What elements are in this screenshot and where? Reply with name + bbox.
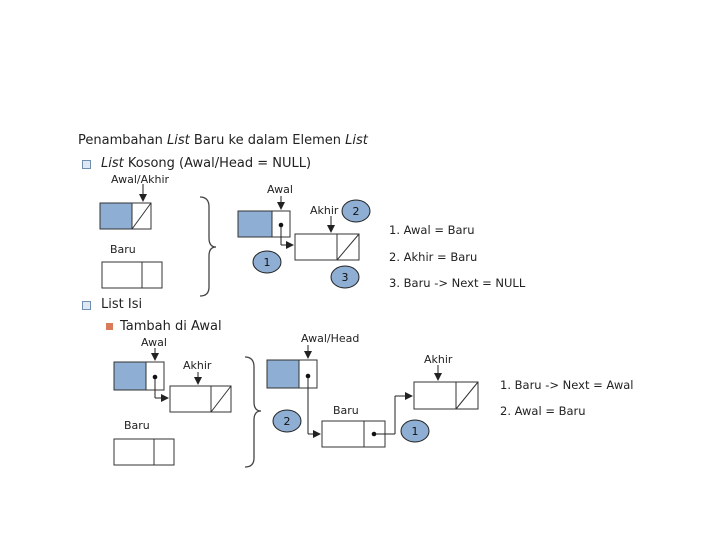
heading-mid: Baru ke dalam Elemen [189,133,346,148]
step2-2: 2. Awal = Baru [500,404,586,418]
head-pointer-node [266,359,318,389]
badge-1b-label: 1 [412,425,419,438]
baru-node-1 [101,261,163,289]
akhir-label-3: Akhir [424,353,453,366]
baru-node-2 [113,438,175,466]
awal-head-label: Awal/Head [301,332,360,345]
section1-title: List Kosong (Awal/Head = NULL) [101,157,311,170]
step1-1: 1. Awal = Baru [389,223,475,237]
step-badge-3a: 3 [330,265,360,289]
brace-2 [244,356,262,468]
sub-bullet-icon [106,323,113,330]
baru-label-1: Baru [110,243,136,256]
awal-pointer-node-2 [113,361,165,391]
step1-3: 3. Baru -> Next = NULL [389,276,526,290]
bullet-square-icon [82,160,91,169]
badge-1-label: 1 [264,256,271,269]
step1-2: 2. Akhir = Baru [389,250,478,264]
section1-title-rest: Kosong (Awal/Head = NULL) [123,156,312,171]
section2-title: List Isi [101,297,143,312]
badge-2-label: 2 [353,205,360,218]
slide-heading: Penambahan List Baru ke dalam Elemen Lis… [78,134,368,147]
awal-label-1: Awal [267,183,293,196]
badge-3-label: 3 [342,271,349,284]
awal-pointer-node [237,210,291,238]
section2-subtitle: Tambah di Awal [120,319,222,334]
step-badge-2a: 2 [341,199,371,223]
awal-label-2: Awal [141,336,167,349]
section1-title-list: List [101,156,124,171]
step-badge-1b: 1 [400,419,430,443]
step-badge-2b: 2 [272,409,302,433]
heading-list-1: List [167,133,190,148]
heading-list-2: List [345,133,368,148]
bullet-square-icon [82,301,91,310]
node-25-2 [169,385,232,413]
new-node-35 [321,420,386,448]
baru-label-3: Baru [333,404,359,417]
brace-1 [199,196,217,297]
akhir-label-2: Akhir [183,359,212,372]
akhir-label-1: Akhir [310,204,339,217]
heading-pre: Penambahan [78,133,168,148]
baru-label-2: Baru [124,419,150,432]
awal-akhir-label: Awal/Akhir [111,173,170,186]
node-25-1 [294,233,360,261]
badge-2b-label: 2 [284,415,291,428]
old-node-25 [413,381,479,410]
awal-akhir-pointer-node [99,202,152,230]
step2-1: 1. Baru -> Next = Awal [500,378,634,392]
step-badge-1a: 1 [252,250,282,274]
